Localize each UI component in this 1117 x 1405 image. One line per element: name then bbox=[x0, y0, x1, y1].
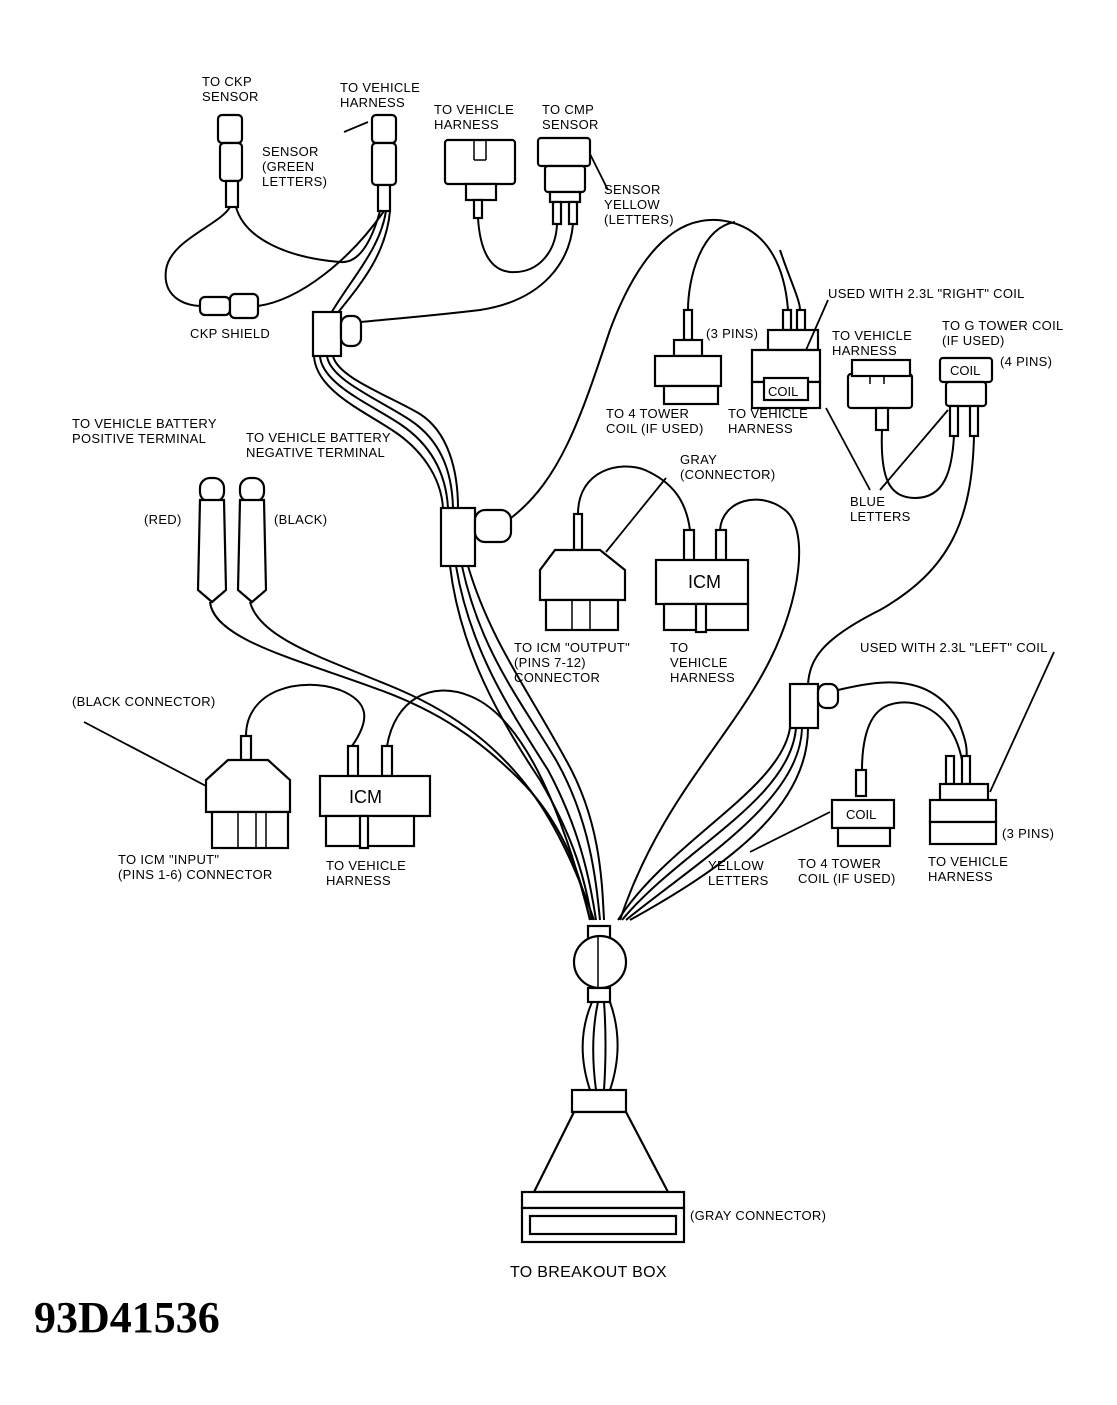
central-junction-block bbox=[439, 506, 513, 568]
label-black-connector: (BLACK CONNECTOR) bbox=[72, 694, 216, 709]
ckp-sensor-connector bbox=[216, 113, 244, 209]
black-battery-lead bbox=[236, 476, 268, 604]
label-icm-input: TO ICM "INPUT" (PINS 1-6) CONNECTOR bbox=[118, 852, 273, 882]
label-vehicle-harness-coil: TO VEHICLE HARNESS bbox=[832, 328, 913, 358]
left-coil-vehicle-harness-connector bbox=[928, 754, 998, 846]
label-vehicle-harness-cmp: TO VEHICLE HARNESS bbox=[434, 102, 515, 132]
icm-output-vehicle-harness-connector bbox=[654, 528, 750, 634]
label-vehicle-harness-icm-in: TO VEHICLE HARNESS bbox=[326, 858, 407, 888]
icm-input-vehicle-harness-connector bbox=[318, 744, 432, 850]
coil-vehicle-harness-connector-right bbox=[846, 358, 914, 432]
label-four-pins: (4 PINS) bbox=[1000, 354, 1053, 369]
label-three-pins-top: (3 PINS) bbox=[706, 326, 759, 341]
label-vehicle-harness-left-coil: TO VEHICLE HARNESS bbox=[928, 854, 1009, 884]
label-used-left-coil: USED WITH 2.3L "LEFT" COIL bbox=[860, 640, 1048, 655]
figure-id: 93D41536 bbox=[34, 1293, 220, 1342]
label-battery-positive: TO VEHICLE BATTERY POSITIVE TERMINAL bbox=[72, 416, 217, 446]
four-tower-coil-connector-top bbox=[653, 308, 723, 406]
label-sensor-yellow: SENSOR YELLOW (LETTERS) bbox=[604, 182, 674, 227]
label-sensor-green: SENSOR (GREEN LETTERS) bbox=[262, 144, 328, 189]
label-battery-negative: TO VEHICLE BATTERY NEGATIVE TERMINAL bbox=[246, 430, 391, 460]
label-red: (RED) bbox=[144, 512, 182, 527]
icm-output-tag: ICM bbox=[688, 572, 721, 592]
label-vehicle-harness-icm-out: TO VEHICLE HARNESS bbox=[670, 640, 735, 685]
label-icm-output: TO ICM "OUTPUT" (PINS 7-12) CONNECTOR bbox=[514, 640, 631, 685]
icm-input-tag: ICM bbox=[349, 787, 382, 807]
label-three-pins-bottom: (3 PINS) bbox=[1002, 826, 1055, 841]
pointer-arrows bbox=[83, 121, 1055, 853]
label-breakout-box: TO BREAKOUT BOX bbox=[510, 1264, 667, 1281]
label-gray-connector-main: (GRAY CONNECTOR) bbox=[690, 1208, 827, 1223]
upper-junction-block bbox=[311, 310, 363, 358]
label-g-tower: TO G TOWER COIL (IF USED) bbox=[942, 318, 1064, 348]
label-ckp-shield: CKP SHIELD bbox=[190, 326, 271, 341]
right-coil-tag: COIL bbox=[768, 384, 798, 399]
icm-output-connector bbox=[538, 512, 627, 632]
icm-input-connector bbox=[204, 734, 292, 850]
label-vehicle-harness-ckp: TO VEHICLE HARNESS bbox=[340, 80, 421, 110]
ckp-vehicle-harness-connector bbox=[370, 113, 398, 213]
left-coil-tag: COIL bbox=[846, 807, 876, 822]
label-yellow-letters: YELLOW LETTERS bbox=[708, 858, 769, 888]
label-used-right-coil: USED WITH 2.3L "RIGHT" COIL bbox=[828, 286, 1025, 301]
lower-junction-block bbox=[788, 682, 840, 730]
g-tower-coil-connector bbox=[938, 356, 994, 438]
label-black: (BLACK) bbox=[274, 512, 328, 527]
bundle-clamp bbox=[572, 924, 628, 1004]
g-tower-coil-tag: COIL bbox=[950, 363, 980, 378]
label-vehicle-harness-right-bottom: TO VEHICLE HARNESS bbox=[728, 406, 809, 436]
ckp-shield-connector bbox=[198, 292, 260, 320]
label-4-tower-bottom: TO 4 TOWER COIL (IF USED) bbox=[798, 856, 896, 886]
red-battery-lead bbox=[196, 476, 228, 604]
label-blue-letters: BLUE LETTERS bbox=[850, 494, 911, 524]
right-coil-vehicle-harness-connector bbox=[750, 308, 822, 410]
cmp-vehicle-harness-connector bbox=[443, 138, 517, 220]
label-gray-connector-icm: GRAY (CONNECTOR) bbox=[680, 452, 776, 482]
label-cmp-sensor: TO CMP SENSOR bbox=[542, 102, 599, 132]
label-4-tower-top: TO 4 TOWER COIL (IF USED) bbox=[606, 406, 704, 436]
breakout-gray-connector bbox=[520, 1088, 686, 1244]
cmp-sensor-connector bbox=[536, 136, 592, 226]
label-ckp-sensor: TO CKP SENSOR bbox=[202, 74, 259, 104]
four-tower-coil-connector-bottom bbox=[830, 768, 896, 848]
